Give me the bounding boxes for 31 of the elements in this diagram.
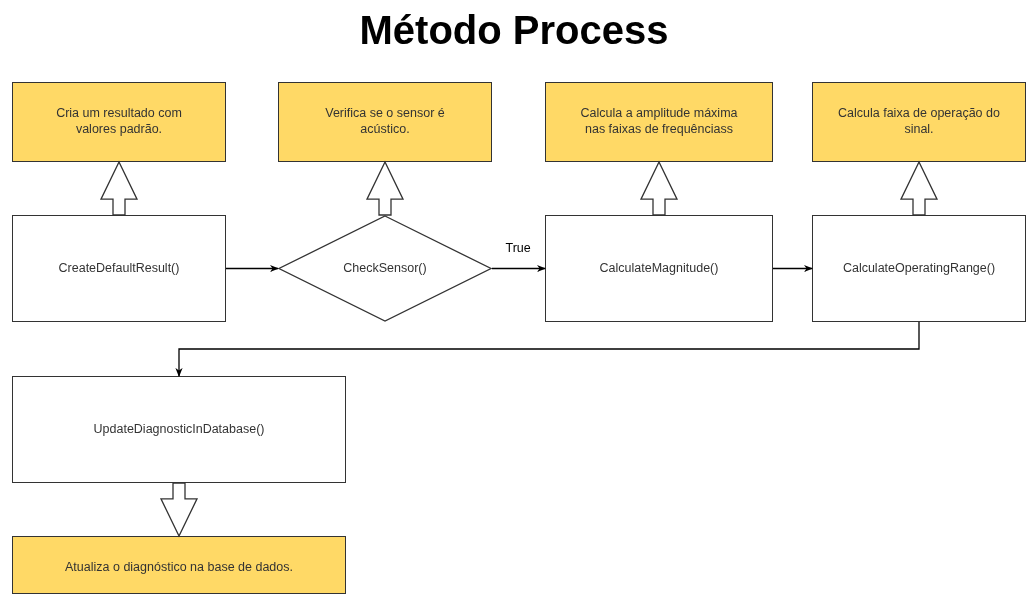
note-box [12,536,346,594]
block-arrow [99,160,139,216]
node-text: Atualiza o diagnóstico na base de dados. [64,559,294,576]
arrow [772,264,813,273]
node-text: CalculateMagnitude() [598,260,720,277]
diagram-title: Método Process [358,8,670,53]
note-box [545,82,773,162]
process-box [12,376,346,483]
node-text: Calcula faixa de operação do sinal. [837,105,1001,138]
block-arrow [365,160,405,216]
decision-diamond [278,215,492,322]
arrow [491,264,546,273]
edge-label: True [504,240,532,255]
process-box [812,215,1026,322]
block-arrow [159,482,199,538]
block-arrow [899,160,939,216]
node-text: CheckSensor() [342,260,428,277]
node-text: CreateDefaultResult() [57,260,181,277]
block-arrow [639,160,679,216]
node-text: CalculateOperatingRange() [841,260,997,277]
note-box [812,82,1026,162]
process-box [545,215,773,322]
node-text: UpdateDiagnosticInDatabase() [92,421,266,438]
process-box [12,215,226,322]
note-box [278,82,492,162]
node-text: Calcula a amplitude máxima nas faixas de frequênciass [579,105,739,138]
arrow [175,321,920,377]
note-box [12,82,226,162]
node-text: Cria um resultado com valores padrão. [55,105,183,138]
arrow [225,264,279,273]
node-text: Verifica se o sensor é acústico. [324,105,446,138]
